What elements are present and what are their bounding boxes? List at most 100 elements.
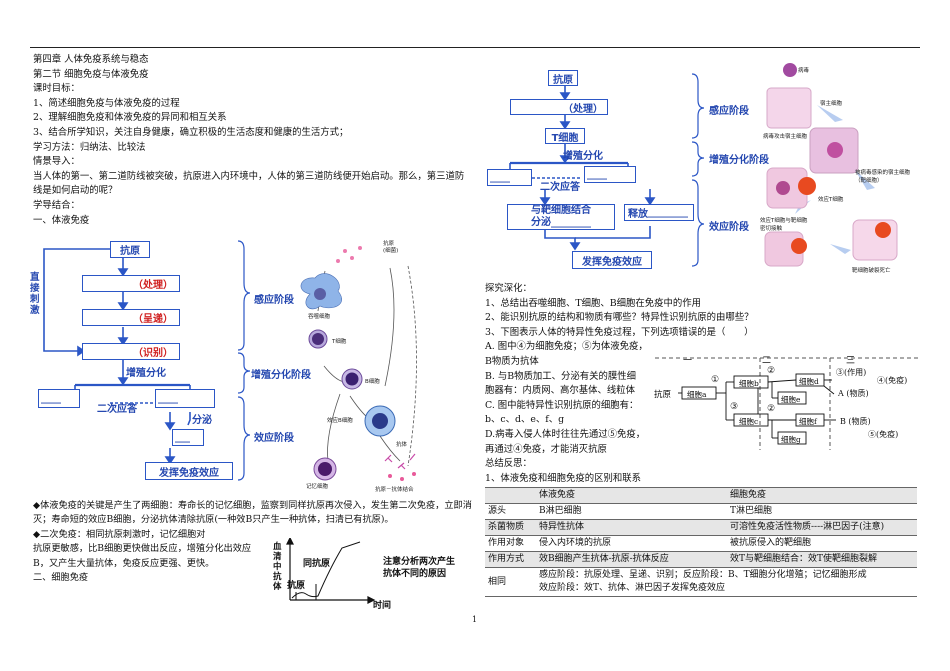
humoral-process-box: （处理） xyxy=(82,275,180,292)
antibody-graph xyxy=(286,538,376,604)
question-1: 1、总结出吞噬细胞、T细胞、B细胞在免疫中的作用 xyxy=(485,297,701,309)
table-cell: 特异性抗体 xyxy=(536,519,727,536)
humoral-antigen-box: 抗原 xyxy=(110,241,150,258)
header-rule xyxy=(30,47,920,48)
study-method: 学习方法：归纳法、比较法 xyxy=(33,141,146,153)
humoral-title: 一、体液免疫 xyxy=(33,214,90,226)
guide-title: 学导结合： xyxy=(33,199,80,211)
option-d2: 再通过④免疫，才能消灭抗原 xyxy=(485,443,607,455)
pic-infected-label: 被病毒感染的宿主细胞（靶细胞） xyxy=(855,170,911,184)
diagram-substance-a: A (物质) xyxy=(838,389,869,398)
diagram-immunity-5: ⑤(免疫) xyxy=(868,430,899,439)
same-line-1: 感应阶段：抗原处理、呈递、识别；反应阶段：B、T细胞分化增殖；记忆细胞形成 xyxy=(539,570,867,580)
pic-lysed-label: 靶细胞破裂死亡 xyxy=(852,268,891,274)
diagram-immunity-4: ④(免疫) xyxy=(877,376,908,385)
intro-title: 情景导入： xyxy=(33,156,80,168)
table-row: 源头 B淋巴细胞 T淋巴细胞 xyxy=(485,503,917,520)
right-column: 探究深化： 1、总结出吞噬细胞、T细胞、B细胞在免疫中的作用 2、能识别抗原的结… xyxy=(485,282,925,486)
humoral-stage-2: 增殖分化阶段 xyxy=(251,370,311,381)
table-cell: 作用方式 xyxy=(485,551,536,568)
humoral-secondary-label: 二次应答 xyxy=(97,404,137,415)
option-c2: b、c、d、e、f、g xyxy=(485,414,565,426)
table-cell: 侵入内环境的抗原 xyxy=(536,535,727,552)
comparison-table: 体液免疫 细胞免疫 源头 B淋巴细胞 T淋巴细胞 杀菌物质 特异性抗体 可溶性免… xyxy=(485,487,917,597)
table-cell: 感应阶段：抗原处理、呈递、识别；反应阶段：B、T细胞分化增殖；记忆细胞形成 效应… xyxy=(536,567,917,597)
humoral-memory-box: ____ xyxy=(38,389,80,408)
table-cell: 效B细胞产生抗体-抗原-抗体反应 xyxy=(536,551,727,568)
option-b1: B. 与B物质加工、分泌有关的膜性细 xyxy=(485,370,636,382)
graph-ylabel: 血清中抗体 xyxy=(273,542,282,592)
table-cell xyxy=(485,487,536,504)
cell-memory-box: ____ xyxy=(487,169,532,186)
humoral-stage-3: 效应阶段 xyxy=(254,433,294,444)
pic-attacked-label: 病毒攻击宿主细胞 xyxy=(763,134,808,140)
pic-microbe-label: (细菌) xyxy=(383,248,399,254)
cell-effect-box: 发挥免疫效应 xyxy=(572,251,652,269)
cell-immunity-illustration xyxy=(764,63,898,267)
explore-title: 探究深化： xyxy=(485,283,532,294)
goal-2: 2、理解细胞免疫和体液免疫的异同和相互关系 xyxy=(33,112,227,124)
diagram-step-1: ① xyxy=(711,375,720,385)
summary-1: 1、体液免疫和细胞免疫的区别和联系 xyxy=(485,472,641,484)
option-c1: C. 图中能特异性识别抗原的细胞有： xyxy=(485,399,639,411)
cell-stage-1: 感应阶段 xyxy=(709,106,749,117)
diagram-cell-b: 细胞b xyxy=(739,379,759,388)
graph-antigen: 抗原 xyxy=(287,581,306,591)
table-cell: 被抗原侵入的靶细胞 xyxy=(727,535,917,552)
graph-note: 注意分析两次产生抗体不同的原因 xyxy=(383,557,456,579)
humoral-recognize-box: （识别） xyxy=(82,343,180,360)
table-row: 作用对象 侵入内环境的抗原 被抗原侵入的靶细胞 xyxy=(485,535,917,552)
graph-same-antigen: 同抗原 xyxy=(303,559,331,569)
note-secondary-c: B，又产生大量抗体，免疫反应更强、更快。 xyxy=(33,557,215,569)
goal-3: 3、结合所学知识，关注自身健康，确立积极的生活态度和健康的生活方式； xyxy=(33,126,349,138)
pic-complex-label: 抗原－抗体结合 xyxy=(375,487,414,493)
table-cell: 可溶性免疫活性物质----淋巴因子(注意) xyxy=(727,519,917,536)
humoral-flow-arrows xyxy=(43,240,251,481)
cell-bind-box: 与靶细胞结合分泌________ xyxy=(507,204,615,230)
table-row: 杀菌物质 特异性抗体 可溶性免疫活性物质----淋巴因子(注意) xyxy=(485,519,917,536)
specific-immunity-diagram xyxy=(655,357,920,450)
table-header-row: 体液免疫 细胞免疫 xyxy=(485,487,917,504)
table-row: 相同 感应阶段：抗原处理、呈递、识别；反应阶段：B、T细胞分化增殖；记忆细胞形成… xyxy=(485,567,917,597)
diagram-cell-c: 细胞c xyxy=(739,417,759,426)
diagram-action: ③(作用) xyxy=(836,368,867,377)
diagram-antigen: 抗原 xyxy=(654,390,672,400)
humoral-secrete-label: 分泌 xyxy=(192,415,212,426)
pic-effb-label: 效应B细胞 xyxy=(327,418,353,424)
diagram-step-3: ③ xyxy=(730,402,739,412)
cell-release-box: 释放________ xyxy=(624,204,694,221)
goal-1: 1、简述细胞免疫与体液免疫的过程 xyxy=(33,97,180,109)
pic-tcell-label: T细胞 xyxy=(332,339,347,345)
cell-tcell-box: T细胞 xyxy=(545,128,585,144)
humoral-effectb-box: ____ xyxy=(155,389,215,408)
note-secondary-b: 抗原更敏感，比B细胞更快做出反应，增殖分化出效应 xyxy=(33,543,252,555)
diagram-cell-a: 细胞a xyxy=(687,390,707,399)
table-cell: 杀菌物质 xyxy=(485,519,536,536)
table-cell: 源头 xyxy=(485,503,536,520)
option-a1: A. 图中④为细胞免疫；⑤为体液免疫， xyxy=(485,341,648,353)
option-b2: 胞器有：内质网、高尔基体、线粒体 xyxy=(485,385,636,397)
question-3: 3、下图表示人体的特异性免疫过程，下列选项错误的是（ ） xyxy=(485,326,754,338)
table-cell: 作用对象 xyxy=(485,535,536,552)
pic-antigen-label: 抗原 xyxy=(383,241,395,247)
diagram-cell-d: 细胞d xyxy=(799,377,819,386)
table-row: 作用方式 效B细胞产生抗体-抗原-抗体反应 效T与靶细胞结合：效T使靶细胞裂解 xyxy=(485,551,917,568)
humoral-notes: ◆体液免疫的关键是产生了两细胞：寿命长的记忆细胞，监察到同样抗原再次侵入，发生第… xyxy=(33,499,473,585)
diagram-cell-g: 细胞g xyxy=(781,435,801,444)
note-key-cells: ◆体液免疫的关键是产生了两细胞：寿命长的记忆细胞，监察到同样抗原再次侵入，发生第… xyxy=(33,500,472,526)
table-cell: 体液免疫 xyxy=(536,487,727,504)
left-column: 第四章 人体免疫系统与稳态 第二节 细胞免疫与体液免疫 课时目标： 1、简述细胞… xyxy=(33,53,473,228)
cell-efft-box: ____ xyxy=(584,166,636,183)
table-cell: B淋巴细胞 xyxy=(536,503,727,520)
table-cell: 细胞免疫 xyxy=(727,487,917,504)
same-line-2: 效应阶段：效T、抗体、淋巴因子发挥免疫效应 xyxy=(539,583,726,593)
pic-bcell-label: B细胞 xyxy=(365,379,380,385)
diagram-step-2a: ② xyxy=(767,366,776,376)
note-secondary-a: ◆二次免疫：相同抗原刺激时，记忆细胞对 xyxy=(33,528,206,540)
diagram-col-1: 一 xyxy=(683,356,693,366)
cell-secondary-label: 二次应答 xyxy=(540,182,580,193)
chapter-title: 第四章 人体免疫系统与稳态 xyxy=(33,54,149,65)
table-cell: T淋巴细胞 xyxy=(727,503,917,520)
pic-phagocyte-label: 吞噬细胞 xyxy=(308,314,331,320)
pic-antibody-label: 抗体 xyxy=(396,442,408,448)
